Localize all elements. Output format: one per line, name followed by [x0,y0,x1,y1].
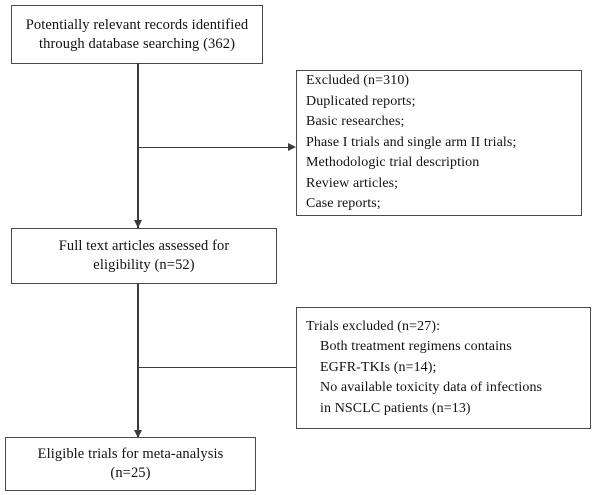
arrowhead-right-icon [288,142,296,151]
node-line: Phase I trials and single arm II trials; [306,134,517,150]
node-line: Both treatment regimens contains [320,339,512,355]
connector-fulltext-to-trials-excluded [138,366,296,368]
node-eligible-trials: Eligible trials for meta-analysis (n=25) [5,437,256,491]
node-line: eligibility (n=52) [93,257,195,273]
node-line: Eligible trials for meta-analysis [37,446,224,462]
node-line: Basic researches; [306,114,405,130]
node-trials-excluded: Trials excluded (n=27): Both treatment r… [296,307,591,429]
node-line: Trials excluded (n=27): [306,318,441,334]
node-line: Duplicated reports; [306,93,416,109]
node-line: Excluded (n=310) [306,73,410,89]
node-line: EGFR-TKIs (n=14); [320,359,437,375]
arrowhead-down-icon [133,220,142,228]
node-line: Review articles; [306,175,399,191]
node-full-text-assessed: Full text articles assessed for eligibil… [11,228,277,284]
node-records-identified: Potentially relevant records identified … [11,5,263,64]
node-records-excluded: Excluded (n=310) Duplicated reports; Bas… [296,70,582,216]
arrowhead-down-icon [133,430,142,438]
node-line: (n=25) [110,465,151,481]
node-line: in NSCLC patients (n=13) [320,400,471,416]
node-line: Case reports; [306,196,381,212]
node-line: Full text articles assessed for [58,238,230,254]
connector-identified-to-excluded [138,146,290,148]
node-line: Methodologic trial description [306,155,480,171]
node-line: through database searching (362) [38,35,236,52]
connector-fulltext-to-eligible [137,283,139,438]
connector-identified-to-fulltext [137,63,139,228]
node-line: Potentially relevant records identified [25,16,249,33]
node-line: No available toxicity data of infections [320,380,543,396]
